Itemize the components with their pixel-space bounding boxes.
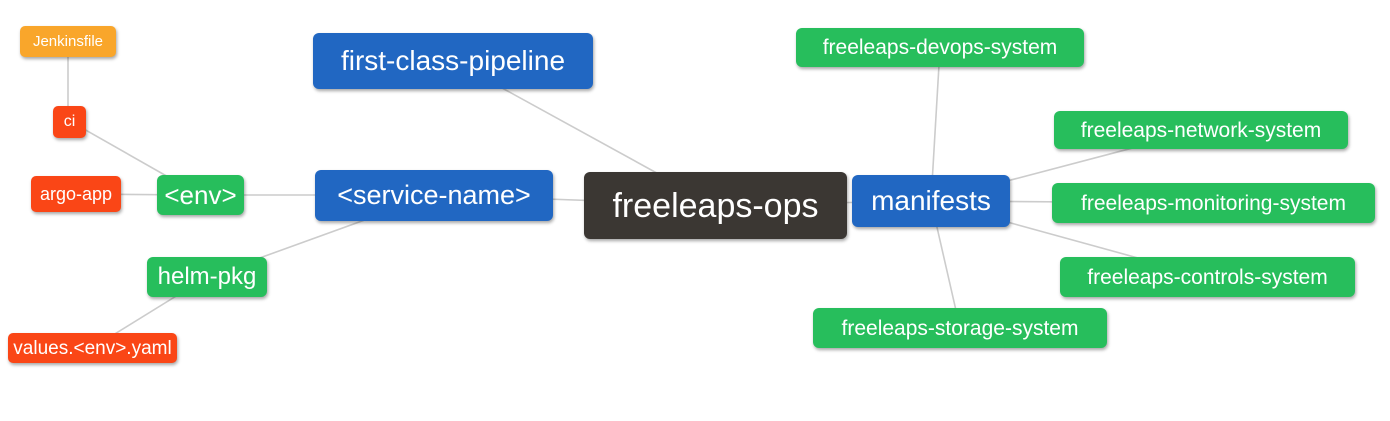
node-freeleaps-ops-root[interactable]: freeleaps-ops xyxy=(584,172,847,239)
node-freeleaps-devops-system[interactable]: freeleaps-devops-system xyxy=(796,28,1084,67)
node-freeleaps-network-system[interactable]: freeleaps-network-system xyxy=(1054,111,1348,149)
node-values-env-yaml[interactable]: values.<env>.yaml xyxy=(8,333,177,363)
node-freeleaps-controls-system[interactable]: freeleaps-controls-system xyxy=(1060,257,1355,297)
node-freeleaps-monitoring-system[interactable]: freeleaps-monitoring-system xyxy=(1052,183,1375,223)
node-jenkinsfile[interactable]: Jenkinsfile xyxy=(20,26,116,57)
node-manifests[interactable]: manifests xyxy=(852,175,1010,227)
node-service-name[interactable]: <service-name> xyxy=(315,170,553,221)
node-helm-pkg[interactable]: helm-pkg xyxy=(147,257,267,297)
node-env[interactable]: <env> xyxy=(157,175,244,215)
node-freeleaps-storage-system[interactable]: freeleaps-storage-system xyxy=(813,308,1107,348)
node-first-class-pipeline[interactable]: first-class-pipeline xyxy=(313,33,593,89)
node-argo-app[interactable]: argo-app xyxy=(31,176,121,212)
node-ci[interactable]: ci xyxy=(53,106,86,138)
